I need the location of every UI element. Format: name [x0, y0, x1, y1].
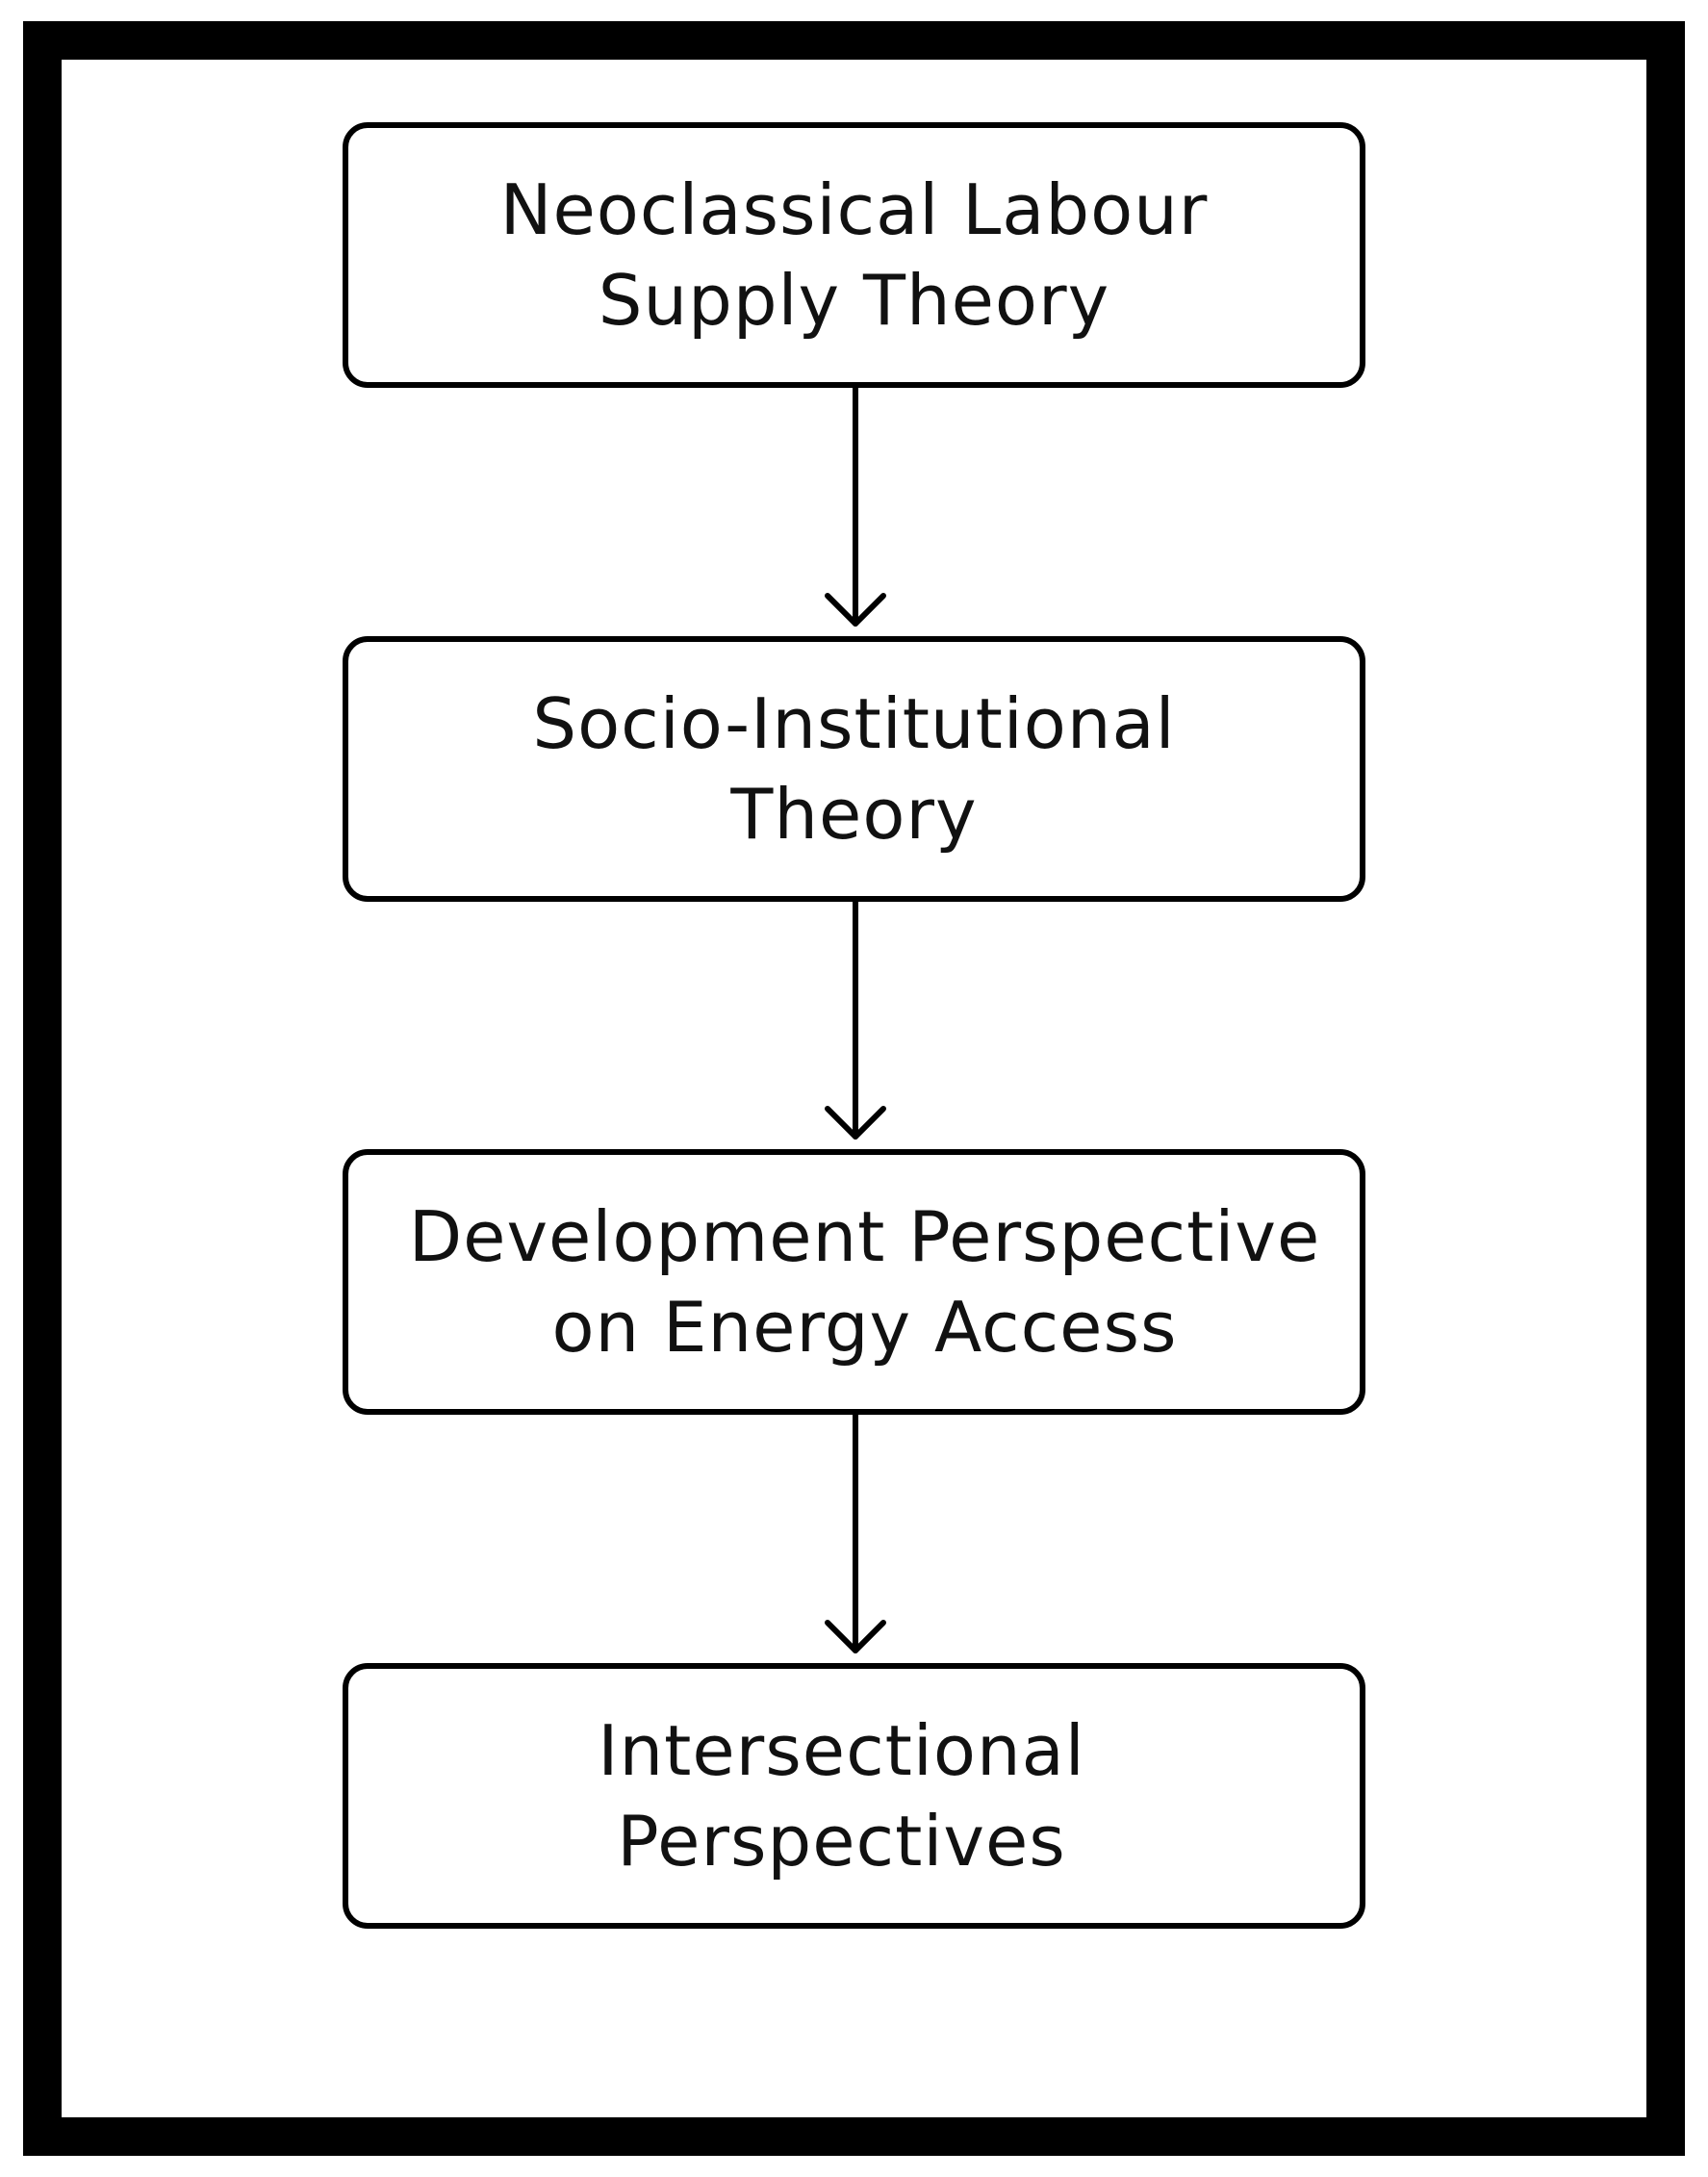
node-socio-institutional-theory: Socio-Institutional Theory [343, 636, 1365, 902]
node-label-line-2: Theory [730, 774, 978, 855]
node-label-line-2: Perspectives [617, 1801, 1066, 1882]
arrow-socio-to-development [825, 899, 886, 1140]
node-label-line-1: Intersectional [598, 1710, 1085, 1791]
arrow-neoclassical-to-socio [825, 385, 886, 627]
node-label-line-1: Neoclassical Labour [499, 169, 1209, 250]
node-label-line-2: on Energy Access [551, 1287, 1178, 1368]
arrow-development-to-intersectional [825, 1412, 886, 1653]
node-development-perspective-energy-access: Development Perspective on Energy Access [343, 1149, 1365, 1415]
node-intersectional-perspectives: Intersectional Perspectives [343, 1663, 1365, 1929]
node-neoclassical-labour-supply-theory: Neoclassical Labour Supply Theory [343, 122, 1365, 388]
node-label-line-1: Socio-Institutional [532, 683, 1176, 764]
node-label-line-2: Supply Theory [598, 260, 1110, 341]
node-label-line-1: Development Perspective [408, 1196, 1321, 1277]
